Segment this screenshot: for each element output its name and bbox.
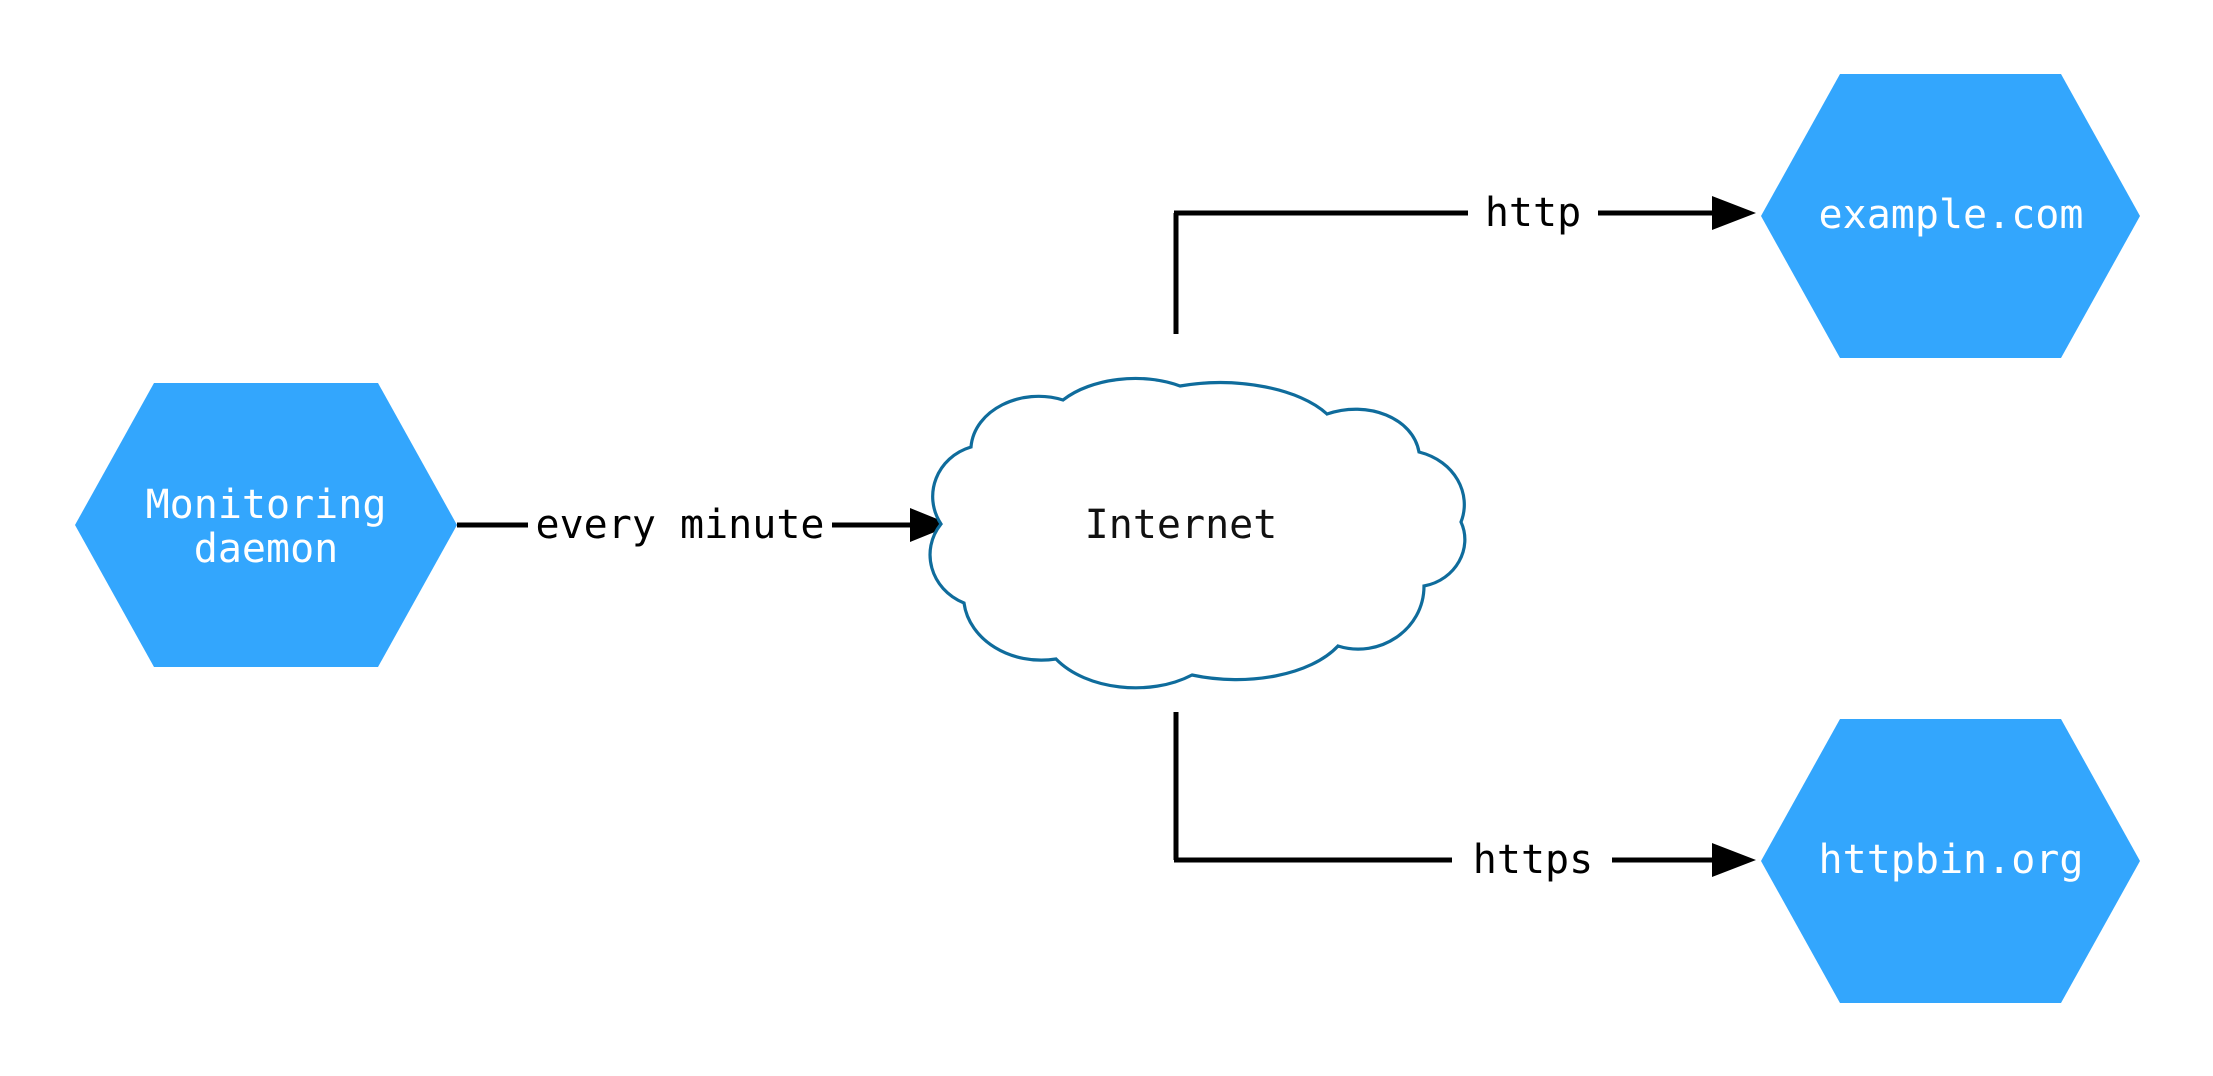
node-internet[interactable]: Internet (928, 376, 1467, 690)
arrowhead-icon-daemon-to-internet (910, 508, 952, 542)
node-example-com[interactable]: example.com (1761, 74, 2140, 358)
cloud-shape-internet[interactable] (928, 376, 1467, 690)
edge-internet-to-example: http (1173, 190, 1756, 334)
arrowhead-icon-internet-to-example (1712, 196, 1756, 230)
node-label-monitoring-line1: Monitoring (146, 482, 387, 528)
node-label-internet: Internet (1085, 502, 1278, 548)
edge-label-https: https (1473, 837, 1593, 883)
hexagon-shape-httpbin-org[interactable] (1761, 719, 2140, 1003)
edge-daemon-to-internet: every minute (457, 502, 952, 548)
edge-internet-to-httpbin: https (1173, 712, 1756, 883)
edge-label-http: http (1485, 190, 1581, 236)
node-httpbin-org[interactable]: httpbin.org (1761, 719, 2140, 1003)
node-label-example-com: example.com (1819, 192, 2084, 238)
hexagon-shape-monitoring-daemon[interactable] (75, 383, 457, 667)
arrowhead-icon-internet-to-httpbin (1712, 843, 1756, 877)
edge-label-every-minute: every minute (536, 502, 825, 548)
node-label-monitoring-line2: daemon (194, 526, 339, 572)
hexagon-shape-example-com[interactable] (1761, 74, 2140, 358)
node-monitoring-daemon[interactable]: Monitoring daemon (75, 383, 457, 667)
node-label-httpbin-org: httpbin.org (1819, 837, 2084, 883)
